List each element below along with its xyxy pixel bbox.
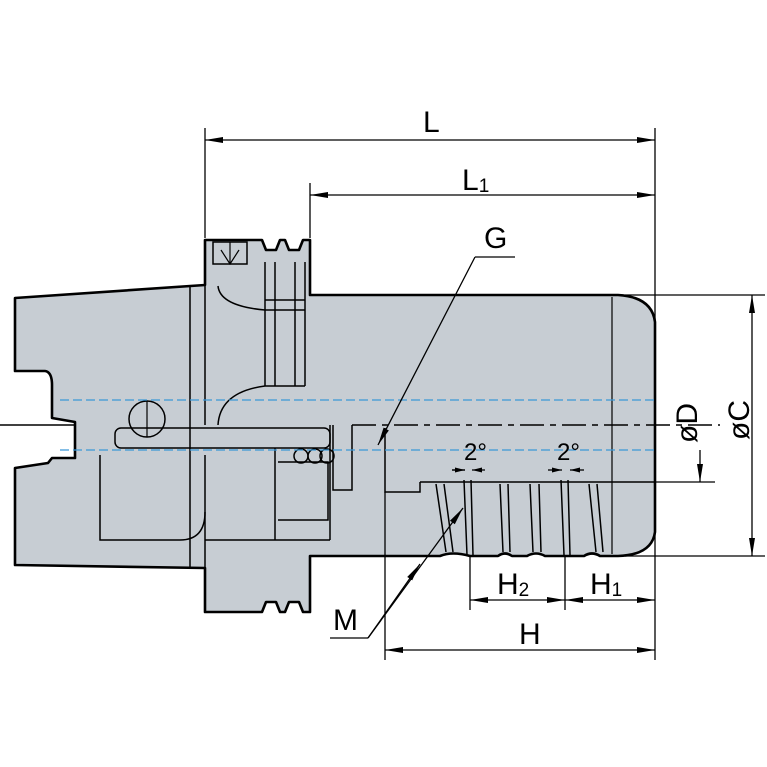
ball-2 xyxy=(307,448,323,464)
mid-cavity-curve xyxy=(217,385,305,426)
label-M: M xyxy=(333,604,358,637)
label-D: øD xyxy=(671,403,704,443)
label-H2-base: H xyxy=(497,568,519,601)
groove-2 xyxy=(463,479,474,556)
label-G: G xyxy=(484,222,507,255)
groove-4 xyxy=(529,483,542,553)
label-H1-base: H xyxy=(590,568,612,601)
internal-details xyxy=(99,241,655,568)
label-H2-sub: 2 xyxy=(519,580,530,601)
label-C: øC xyxy=(723,400,756,440)
lower-cavity xyxy=(99,455,206,541)
groove-5 xyxy=(560,479,571,556)
grooves xyxy=(435,479,604,556)
label-angle-right: 2° xyxy=(557,439,580,466)
label-L1-sub: 1 xyxy=(479,176,490,197)
leader-G xyxy=(377,256,476,446)
label-L1-base: L xyxy=(462,164,479,197)
label-H2: H2 xyxy=(497,568,529,601)
top-screw-point xyxy=(220,242,240,266)
label-L: L xyxy=(423,106,440,139)
label-L1: L1 xyxy=(462,164,489,197)
leaders xyxy=(330,256,515,639)
label-angle-left: 2° xyxy=(464,439,487,466)
label-H1-sub: 1 xyxy=(612,580,623,601)
groove-3 xyxy=(499,483,511,553)
leader-M-lower xyxy=(367,563,421,639)
groove-1 xyxy=(435,483,454,553)
bore-bottom xyxy=(384,428,421,493)
dimension-lines xyxy=(205,137,755,653)
ball-3 xyxy=(319,448,335,464)
groove-6 xyxy=(588,483,604,553)
label-H1: H1 xyxy=(590,568,622,601)
stop-screw xyxy=(332,425,353,491)
holder-body xyxy=(13,238,657,614)
label-H: H xyxy=(519,618,541,651)
